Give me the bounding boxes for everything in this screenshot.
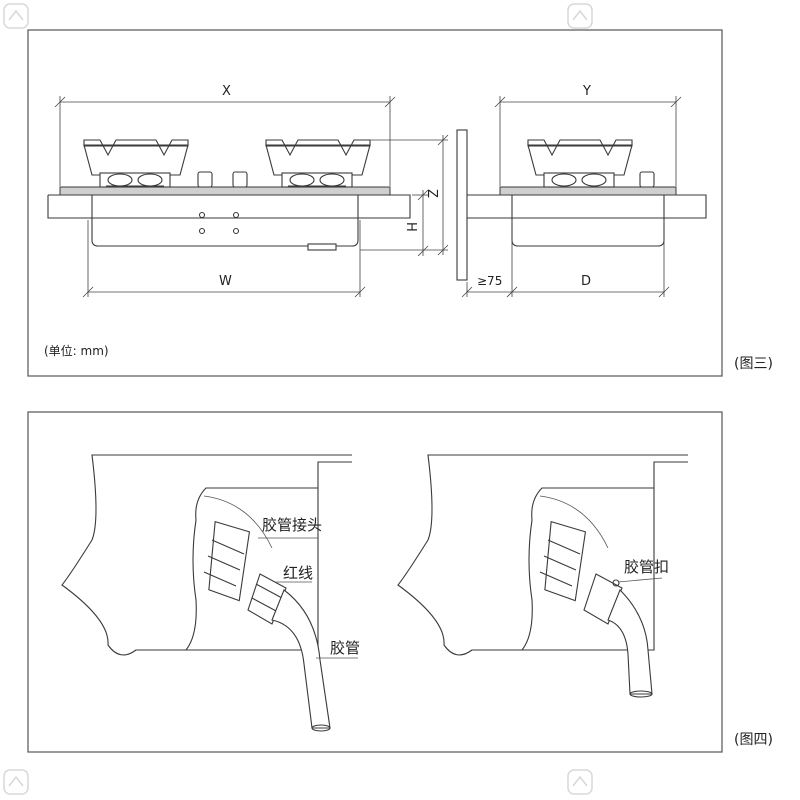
- watermark-icon-bottom-right: [567, 769, 593, 795]
- dim-d-label: D: [581, 274, 591, 289]
- side-view: [456, 96, 707, 298]
- watermark-icon-bottom-left: [3, 769, 29, 795]
- dim-h-label: H: [403, 222, 418, 232]
- hose-joint-right: [539, 520, 587, 602]
- figure4-left-panel: [61, 454, 358, 732]
- figure3-frame: [27, 29, 723, 377]
- dim-y-label: Y: [582, 84, 591, 99]
- hose: [271, 589, 331, 732]
- figure3-caption: (图三): [734, 356, 773, 372]
- right-burner: [265, 139, 371, 188]
- dim-x-label: X: [222, 84, 231, 99]
- hose-right: [607, 589, 653, 698]
- left-burner: [83, 139, 189, 188]
- dim-w-label: W: [219, 274, 232, 289]
- hose-joint: [203, 520, 251, 602]
- watermark-icon-top-right: [567, 3, 593, 29]
- dim-gap-label: ≥75: [477, 274, 502, 288]
- unit-note: (单位: mm): [44, 343, 109, 358]
- hose-joint-label: 胶管接头: [262, 516, 322, 534]
- hose-clamp-label: 胶管扣: [624, 558, 669, 576]
- figure4-caption: (图四): [734, 732, 773, 748]
- hose-label: 胶管: [330, 639, 360, 657]
- front-view: [47, 96, 449, 298]
- watermark-icon-top-left: [3, 3, 29, 29]
- red-line-label: 红线: [283, 564, 313, 582]
- figure4-right-panel: [397, 454, 688, 698]
- figure4-frame: [27, 411, 723, 753]
- dim-z-label: Z: [424, 189, 439, 198]
